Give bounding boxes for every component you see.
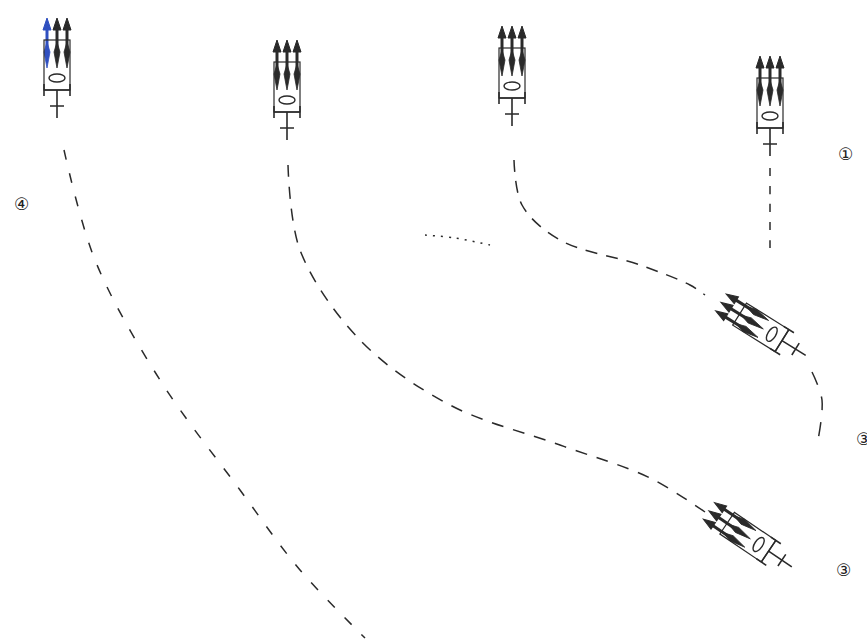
movement-path: [769, 168, 771, 250]
formation-icon: [498, 26, 526, 126]
formation-tail: [770, 326, 813, 366]
arrow-head: [756, 56, 764, 68]
arrow-head: [508, 26, 516, 38]
formation-tail: [274, 106, 300, 140]
arrow-body: [44, 42, 50, 68]
formation-tail: [499, 92, 525, 126]
movement-path: [812, 372, 822, 440]
arrow-head: [713, 308, 727, 321]
callout-number: ④: [14, 196, 29, 213]
leader-oval: [49, 74, 65, 82]
formation-frame: [274, 62, 300, 112]
leader-oval: [279, 96, 295, 104]
formation-tail: [44, 84, 70, 118]
arrow-head: [712, 499, 726, 512]
arrow-head: [63, 18, 71, 30]
leader-oval: [762, 112, 778, 120]
arrow-head: [498, 26, 506, 38]
formation-tail: [757, 122, 783, 156]
arrow-body: [757, 80, 763, 106]
leader-oval: [751, 536, 767, 554]
arrow-head: [273, 40, 281, 52]
arrow-body: [499, 50, 505, 76]
arrow-body: [777, 80, 783, 106]
formation-frame: [499, 48, 525, 98]
arrow-body: [274, 64, 280, 90]
arrow-head: [701, 516, 715, 529]
formation-icon: [701, 499, 800, 578]
formation-tail: [756, 537, 799, 578]
callout-number: ③: [856, 431, 867, 448]
callout-number: ①: [838, 146, 853, 163]
arrow-head: [293, 40, 301, 52]
arrow-body: [733, 514, 758, 534]
leader-oval: [764, 325, 779, 343]
arrow-body: [294, 64, 300, 90]
arrow-body: [767, 80, 773, 106]
arrow-head: [283, 40, 291, 52]
movement-path: [64, 150, 365, 638]
movement-path: [514, 160, 705, 295]
arrow-head: [707, 508, 721, 521]
arrow-body: [284, 64, 290, 90]
formation-icon: [273, 40, 301, 140]
movement-path: [425, 235, 490, 245]
arrow-body: [745, 304, 770, 323]
arrow-body: [54, 42, 60, 68]
arrow-body: [519, 50, 525, 76]
arrow-body: [509, 50, 515, 76]
arrow-head: [776, 56, 784, 68]
arrow-head: [53, 18, 61, 30]
formation-frame: [757, 78, 783, 128]
formation-icon: [756, 56, 784, 156]
formation-frame: [44, 40, 70, 90]
formation-icon: [43, 18, 71, 118]
arrow-body: [64, 42, 70, 68]
movement-path: [288, 165, 705, 512]
formation-frame: [720, 512, 776, 562]
arrow-head: [724, 291, 738, 304]
arrow-head: [43, 18, 51, 30]
callout-number: ③: [836, 562, 851, 579]
arrow-head: [518, 26, 526, 38]
leader-oval: [504, 82, 520, 90]
arrow-head: [766, 56, 774, 68]
arrow-head: [719, 299, 733, 312]
formation-icon: [713, 291, 813, 368]
